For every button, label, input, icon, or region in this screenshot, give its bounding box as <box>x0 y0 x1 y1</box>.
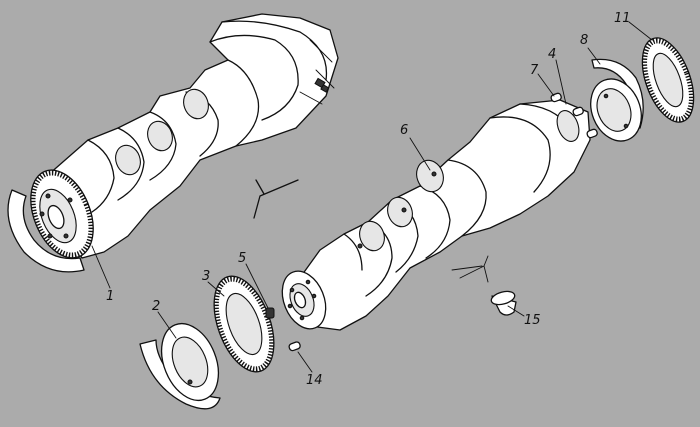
callout-15: 15 <box>524 313 541 328</box>
bushing <box>490 290 517 316</box>
callout-1: 1 <box>106 289 114 304</box>
assembled-crankshaft <box>7 13 339 273</box>
callout-8: 8 <box>580 33 588 48</box>
thrust-washer-rear <box>590 58 644 142</box>
callout-4: 4 <box>548 47 556 62</box>
bare-crankshaft <box>281 99 591 331</box>
view-direction-arrows <box>451 255 489 283</box>
callout-7: 7 <box>530 63 539 78</box>
rear-gear <box>641 37 695 123</box>
callout-2: 2 <box>152 299 160 314</box>
plug <box>288 341 301 352</box>
assembly-mark <box>253 179 299 219</box>
dowel-pins <box>550 92 598 139</box>
front-gear <box>213 275 275 373</box>
callout-11: 11 <box>614 11 631 26</box>
key-pin <box>265 307 275 319</box>
leader-lines <box>91 21 653 373</box>
callout-5: 5 <box>238 251 246 266</box>
callout-6: 6 <box>400 123 408 138</box>
thrust-washer-front <box>139 323 221 410</box>
callout-3: 3 <box>202 269 210 284</box>
callout-14: 14 <box>306 373 323 388</box>
